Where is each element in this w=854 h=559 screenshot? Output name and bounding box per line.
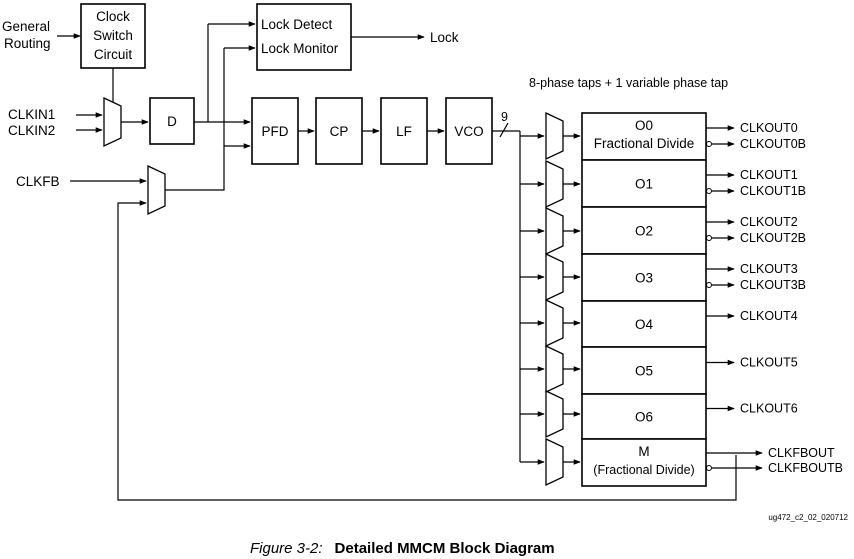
clkin-mux xyxy=(103,96,122,148)
counter-label: O4 xyxy=(635,317,654,332)
counter-mux-2 xyxy=(545,206,564,256)
counter-label: O0 xyxy=(635,118,653,133)
counter-box-0 xyxy=(581,112,707,161)
figure-caption: Figure 3-2:Detailed MMCM Block Diagram xyxy=(250,540,555,557)
output-label-inverted: CLKOUT3B xyxy=(740,278,806,292)
counter-mux-3 xyxy=(545,252,564,302)
clkin2-label: CLKIN2 xyxy=(8,123,55,138)
output-label-inverted: CLKFBOUTB xyxy=(768,461,843,475)
counter-label: O1 xyxy=(635,177,653,192)
output-label-inverted: CLKOUT2B xyxy=(740,231,806,245)
output-label: CLKOUT0 xyxy=(740,121,798,135)
lock-detect-monitor-block xyxy=(256,3,352,71)
counter-label: O5 xyxy=(635,364,653,379)
counter-label: O6 xyxy=(635,410,653,425)
counter-sublabel: (Fractional Divide) xyxy=(593,463,694,477)
svg-text:PFD: PFD xyxy=(262,124,289,139)
counter-mux-4 xyxy=(545,298,564,348)
svg-text:VCO: VCO xyxy=(454,124,483,139)
clkfb-mux xyxy=(147,164,166,216)
counter-box-4 xyxy=(581,300,707,348)
document-id: ug472_c2_02_020712 xyxy=(768,513,848,522)
general-routing-label-line2: Routing xyxy=(4,36,51,51)
svg-text:D: D xyxy=(167,114,177,129)
output-label-inverted: CLKOUT1B xyxy=(740,184,806,198)
vco-block xyxy=(445,97,493,165)
bus-width-label: 9 xyxy=(501,110,508,124)
output-label: CLKOUT5 xyxy=(740,356,798,370)
svg-text:Circuit: Circuit xyxy=(94,47,133,62)
svg-text:Lock Detect: Lock Detect xyxy=(261,17,333,32)
output-label: CLKFBOUT xyxy=(768,446,835,460)
d-divider-block xyxy=(149,97,195,145)
counter-label: O2 xyxy=(635,224,653,239)
output-label: CLKOUT6 xyxy=(740,402,798,416)
counter-mux-7 xyxy=(545,437,564,487)
output-label: CLKOUT1 xyxy=(740,168,798,182)
counter-mux-5 xyxy=(545,344,564,394)
phase-taps-note: 8-phase taps + 1 variable phase tap xyxy=(529,76,728,90)
pfd-block xyxy=(251,97,299,165)
cp-block xyxy=(315,97,363,165)
counter-label: O3 xyxy=(635,271,653,286)
counter-box-7 xyxy=(581,438,707,487)
counter-box-6 xyxy=(581,393,707,440)
output-label: CLKOUT2 xyxy=(740,215,798,229)
clkfb-label: CLKFB xyxy=(16,174,60,189)
counter-label: M xyxy=(638,444,649,459)
counter-box-1 xyxy=(581,159,707,208)
lock-output-label: Lock xyxy=(430,30,459,45)
counter-sublabel: Fractional Divide xyxy=(594,136,695,151)
counter-mux-1 xyxy=(545,159,564,209)
output-label-inverted: CLKOUT0B xyxy=(740,137,806,151)
output-label: CLKOUT4 xyxy=(740,309,798,323)
counter-mux-0 xyxy=(545,111,564,161)
output-label: CLKOUT3 xyxy=(740,262,798,276)
general-routing-label: General xyxy=(2,19,50,34)
svg-text:LF: LF xyxy=(396,124,412,139)
counter-box-2 xyxy=(581,206,707,255)
svg-text:Clock: Clock xyxy=(96,9,130,24)
svg-text:CP: CP xyxy=(330,124,349,139)
counter-mux-6 xyxy=(545,389,564,439)
svg-text:Lock Monitor: Lock Monitor xyxy=(261,41,339,56)
counter-box-5 xyxy=(581,346,707,395)
counter-box-3 xyxy=(581,253,707,302)
svg-text:Switch: Switch xyxy=(93,28,133,43)
clkin1-label: CLKIN1 xyxy=(8,107,55,122)
